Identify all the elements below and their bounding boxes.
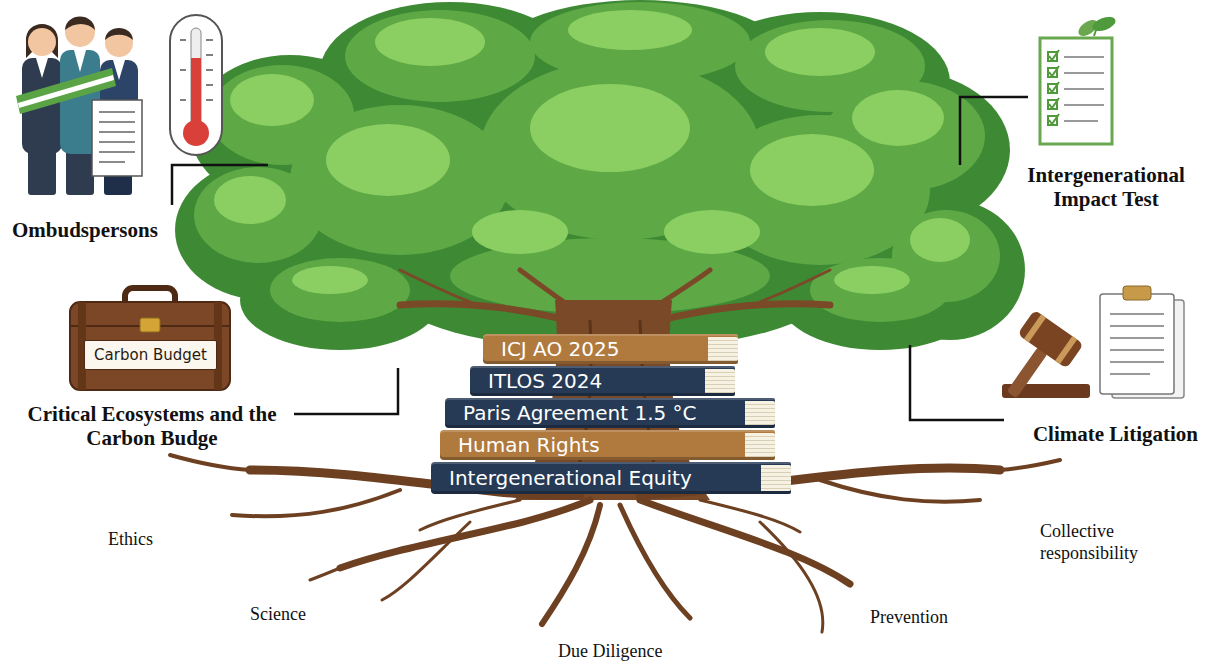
node-text: ICJ AO 2025 [501, 337, 619, 361]
node-text: Intergenerational Equity [449, 466, 692, 490]
book-pages [745, 433, 775, 457]
book-spine: Human Rights [440, 430, 775, 460]
root-label: Prevention [870, 606, 948, 628]
book-spine: ITLOS 2024 [470, 366, 735, 396]
root-label: Ethics [108, 528, 153, 550]
root-label: Due Diligence [558, 640, 662, 662]
critical-ecosystems-label: Critical Ecosystems and the Carbon Budge [14, 402, 290, 450]
node-text: Paris Agreement 1.5 °C [463, 401, 697, 425]
book-pages [708, 337, 738, 361]
root-label: Science [250, 603, 306, 625]
impact-test-label: Intergenerational Impact Test [1010, 163, 1202, 211]
book-spine: ICJ AO 2025 [483, 334, 738, 364]
book-spine: Intergenerational Equity [431, 462, 791, 494]
ombudspersons-label: Ombudspersons [12, 218, 158, 242]
book-pages [745, 401, 775, 425]
book-pages [761, 465, 791, 491]
node-text: ITLOS 2024 [488, 369, 602, 393]
node-text: Carbon Budget [94, 346, 207, 364]
root-label: Collective responsibility [1040, 520, 1190, 564]
book-pages [705, 369, 735, 393]
book-spine: Paris Agreement 1.5 °C [445, 398, 775, 428]
node-text: Human Rights [458, 433, 600, 457]
carbon-budget-plate: Carbon Budget [84, 340, 217, 370]
climate-litigation-label: Climate Litigation [1033, 422, 1198, 446]
